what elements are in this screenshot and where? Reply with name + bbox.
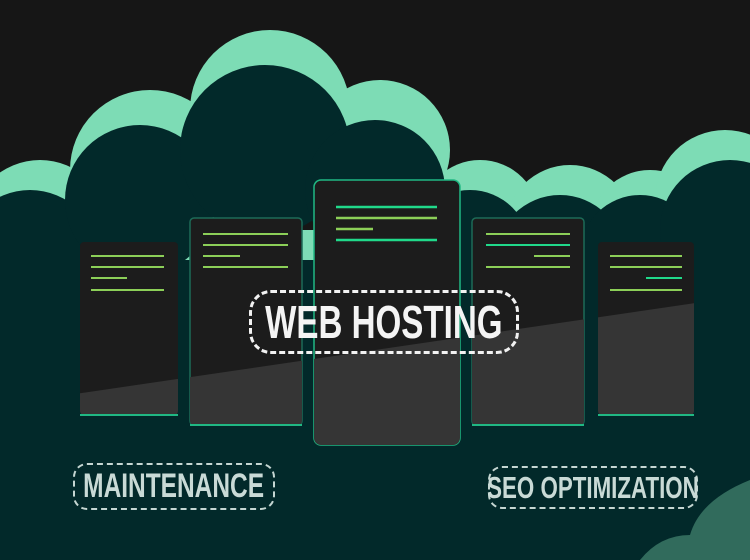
- title-text: WEB HOSTING: [265, 296, 503, 348]
- seo-optimization-badge: SEO OPTIMIZATION: [487, 466, 699, 509]
- server-4: [471, 217, 585, 426]
- web-hosting-title: WEB HOSTING: [249, 290, 519, 354]
- corner-cloud: [640, 480, 750, 560]
- server-5: [598, 242, 694, 416]
- server-2: [189, 217, 303, 426]
- maintenance-text: MAINTENANCE: [83, 467, 265, 505]
- server-1: [80, 242, 178, 416]
- maintenance-badge: MAINTENANCE: [73, 463, 275, 510]
- server-3: [313, 179, 461, 446]
- seo-text: SEO OPTIMIZATION: [487, 469, 699, 505]
